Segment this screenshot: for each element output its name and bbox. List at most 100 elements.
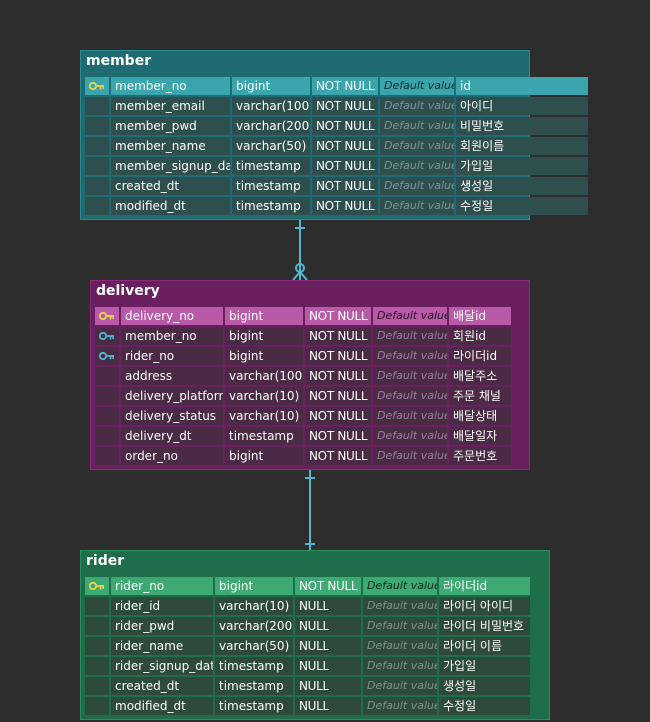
column-comment: 가입일 [456, 157, 588, 175]
relation-delivery-rider[interactable] [305, 470, 315, 550]
column-name: delivery_platform [121, 387, 223, 405]
column-comment: 주문번호 [449, 447, 511, 465]
key-cell [85, 117, 109, 135]
key-cell [85, 657, 109, 675]
column-default: Default value [373, 447, 447, 465]
column-nullable: NOT NULL [312, 177, 378, 195]
column-comment: 생성일 [439, 677, 530, 695]
column-default: Default value [363, 677, 437, 695]
column-type: varchar(10) [215, 597, 293, 615]
column-comment: 배달id [449, 307, 511, 325]
column-type: timestamp [215, 657, 293, 675]
key-cell [95, 427, 119, 445]
column-name: order_no [121, 447, 223, 465]
table-title: rider [81, 551, 549, 573]
column-default: Default value [373, 367, 447, 385]
column-type: bigint [225, 307, 303, 325]
column-comment: 배달일자 [449, 427, 511, 445]
column-nullable: NOT NULL [305, 327, 371, 345]
column-default: Default value [380, 117, 454, 135]
foreign-key-icon [95, 347, 119, 365]
column-type: bigint [215, 577, 293, 595]
column-default: Default value [380, 197, 454, 215]
column-comment: 회원이름 [456, 137, 588, 155]
column-default: Default value [363, 577, 437, 595]
column-comment: 라이더 비밀번호 [439, 617, 530, 635]
column-comment: 아이디 [456, 97, 588, 115]
key-cell [85, 197, 109, 215]
column-default: Default value [363, 697, 437, 715]
column-type: timestamp [215, 677, 293, 695]
column-name: modified_dt [111, 197, 230, 215]
column-nullable: NULL [295, 597, 361, 615]
column-comment: 가입일 [439, 657, 530, 675]
column-nullable: NOT NULL [295, 577, 361, 595]
column-comment: 주문 채널 [449, 387, 511, 405]
relation-member-delivery[interactable] [292, 220, 308, 281]
column-type: timestamp [232, 197, 310, 215]
column-default: Default value [380, 77, 454, 95]
column-default: Default value [373, 307, 447, 325]
key-cell [85, 597, 109, 615]
column-name: member_no [121, 327, 223, 345]
column-nullable: NOT NULL [312, 137, 378, 155]
column-type: timestamp [232, 177, 310, 195]
column-default: Default value [380, 97, 454, 115]
column-nullable: NOT NULL [305, 407, 371, 425]
primary-key-icon [95, 307, 119, 325]
column-type: varchar(200) [215, 617, 293, 635]
column-nullable: NOT NULL [305, 427, 371, 445]
column-nullable: NOT NULL [312, 117, 378, 135]
column-name: member_email [111, 97, 230, 115]
foreign-key-icon [95, 327, 119, 345]
column-comment: 라이더 이름 [439, 637, 530, 655]
table-title: delivery [91, 281, 529, 303]
column-type: varchar(10) [225, 407, 303, 425]
column-type: bigint [232, 77, 310, 95]
column-nullable: NULL [295, 697, 361, 715]
column-default: Default value [363, 597, 437, 615]
key-cell [85, 157, 109, 175]
column-default: Default value [373, 407, 447, 425]
column-name: created_dt [111, 677, 213, 695]
column-nullable: NULL [295, 657, 361, 675]
column-default: Default value [363, 617, 437, 635]
column-comment: 수정일 [439, 697, 530, 715]
column-name: rider_id [111, 597, 213, 615]
column-type: varchar(50) [215, 637, 293, 655]
column-default: Default value [380, 177, 454, 195]
column-name: address [121, 367, 223, 385]
key-cell [95, 367, 119, 385]
key-cell [85, 637, 109, 655]
column-comment: 라이더 아이디 [439, 597, 530, 615]
key-cell [85, 97, 109, 115]
column-name: member_signup_date [111, 157, 230, 175]
column-type: bigint [225, 447, 303, 465]
key-cell [85, 177, 109, 195]
crowfoot-right [299, 271, 308, 281]
key-cell [95, 407, 119, 425]
column-default: Default value [380, 157, 454, 175]
column-default: Default value [373, 327, 447, 345]
column-nullable: NOT NULL [305, 447, 371, 465]
column-default: Default value [373, 347, 447, 365]
column-nullable: NOT NULL [305, 307, 371, 325]
column-name: modified_dt [111, 697, 213, 715]
column-name: member_name [111, 137, 230, 155]
column-type: bigint [225, 327, 303, 345]
column-name: delivery_dt [121, 427, 223, 445]
column-nullable: NULL [295, 637, 361, 655]
column-name: rider_name [111, 637, 213, 655]
column-type: bigint [225, 347, 303, 365]
column-type: varchar(200) [232, 117, 310, 135]
column-nullable: NOT NULL [312, 197, 378, 215]
column-nullable: NOT NULL [305, 387, 371, 405]
column-type: varchar(50) [232, 137, 310, 155]
key-cell [95, 447, 119, 465]
